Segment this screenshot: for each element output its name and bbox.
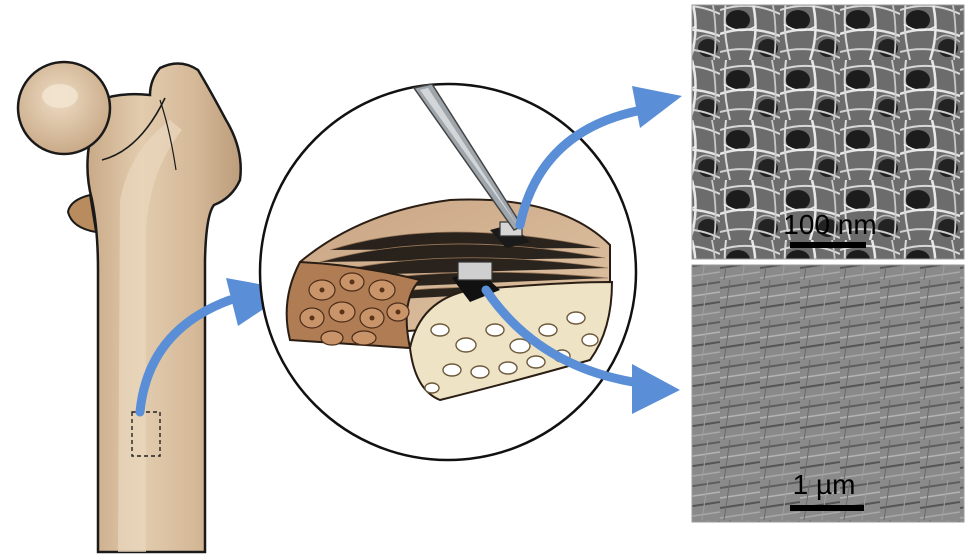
tem-image-panel: 1 µm xyxy=(692,265,964,522)
femoral-head xyxy=(18,62,110,154)
sem-scale-bar xyxy=(790,242,866,248)
sem-scale-label: 100 nm xyxy=(783,209,876,240)
tem-scale-label: 1 µm xyxy=(793,469,856,500)
sem-image-panel: 100 nm xyxy=(692,5,964,259)
lower-sample-lamella xyxy=(458,262,492,280)
tem-scale-bar xyxy=(790,505,864,511)
magnification-circle xyxy=(260,84,682,460)
